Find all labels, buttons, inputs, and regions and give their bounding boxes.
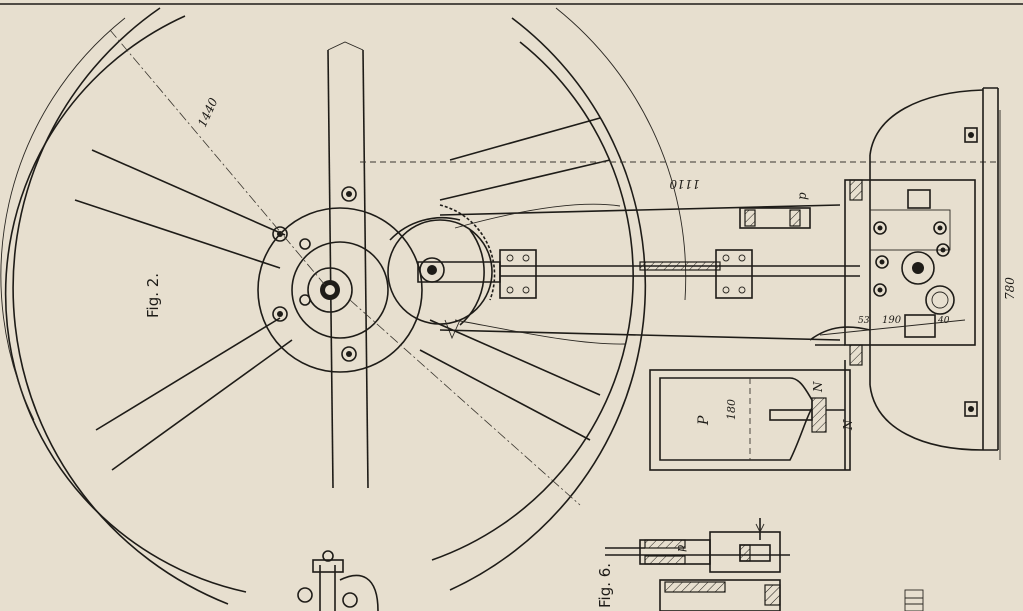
base-fillet-top [869, 89, 984, 156]
frame-top-edge [439, 204, 841, 216]
part-letter-pump-p: P [696, 415, 712, 426]
dimension-label-cylinder-bore: 180 [725, 399, 738, 420]
gear-segment [439, 204, 496, 301]
vertical-arm-right [362, 49, 369, 489]
vertical-arm-left [327, 49, 334, 489]
dimension-label-small-b: 40 [937, 316, 950, 326]
flywheel [0, 7, 687, 605]
flywheel-rim-edge-right [555, 7, 687, 301]
flywheel-rim-outer-right [449, 17, 647, 591]
flywheel-spokes [74, 117, 611, 471]
valve-chest-crank [901, 251, 935, 285]
dimension-label-frame-height: 780 [1003, 277, 1017, 300]
dimension-label-valve-spacing: 190 [882, 315, 902, 326]
rack-spring [639, 261, 721, 271]
guide-block-left [499, 249, 537, 299]
base-bolts [964, 127, 978, 417]
shaft-boss [307, 267, 353, 313]
flywheel-rim-inner-left [4, 15, 247, 593]
hub-bolts [272, 186, 357, 362]
pump-housing [649, 369, 851, 471]
frame-bottom-edge [439, 329, 841, 341]
base-fillet-bottom [869, 384, 984, 451]
flywheel-rim-edge-left [0, 17, 126, 421]
part-letter-rod-p: p [795, 192, 809, 200]
dimension-label-shaft-to-frame: 1110 [669, 177, 700, 191]
dimension-label-small-a: 53 [858, 316, 870, 326]
figure-label-fig6: Fig. 6. [596, 563, 614, 608]
pump-cylinder [649, 344, 851, 471]
fig6-detail [297, 518, 924, 611]
dimension-label-wheel-diameter: 1440 [195, 95, 221, 129]
wheel-diameter-dim-line [109, 29, 326, 286]
eccentric-and-gear [387, 204, 501, 340]
flywheel-rim-outer-left [12, 7, 229, 605]
guide-block-right [715, 249, 753, 299]
valve-spindle-housing [739, 207, 811, 229]
frame-and-rods [360, 110, 1001, 460]
eccentric-disc [387, 219, 493, 325]
part-letter-n-upper: N [811, 381, 825, 393]
part-letter-n-lower: N [841, 419, 855, 431]
hub-outer-ring [257, 207, 423, 373]
hub-inner-ring [291, 241, 389, 339]
pump-piston [811, 397, 827, 433]
valve-chest [844, 179, 976, 346]
figure-label-fig2: Fig. 2. [144, 273, 162, 318]
part-letter-fig6-p: p [674, 545, 687, 552]
engine-base [809, 87, 999, 451]
flywheel-rim-inner-right [431, 41, 634, 561]
